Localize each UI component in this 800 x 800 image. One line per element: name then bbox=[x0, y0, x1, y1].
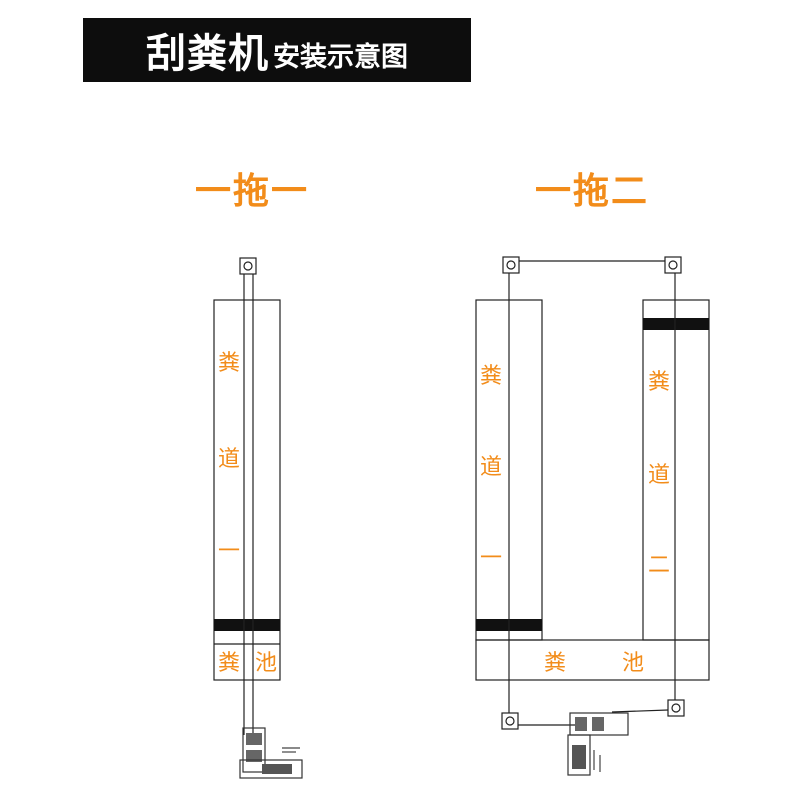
rope-bottom-right bbox=[611, 709, 669, 713]
channel-b1-label-2: 一 bbox=[480, 546, 502, 571]
pulley-top bbox=[239, 257, 257, 275]
channel-one-label-0: 粪 bbox=[218, 351, 240, 376]
scraper-blade-two bbox=[643, 318, 709, 330]
channel-one-label-2: 一 bbox=[218, 539, 240, 564]
pulley-top-wheel bbox=[243, 261, 253, 271]
pit-one-label-0: 粪 bbox=[218, 651, 240, 676]
diagram-two bbox=[475, 256, 710, 776]
motor-unit-one bbox=[239, 727, 303, 779]
heading-one-to-one: 一拖一 bbox=[195, 171, 310, 212]
channel-one-outline bbox=[213, 299, 281, 681]
channel-b1-label-1: 道 bbox=[480, 455, 502, 480]
channel-b2-label-2: 二 bbox=[648, 553, 670, 578]
channel-b2-label-0: 粪 bbox=[648, 370, 670, 395]
channel-b1-label-0: 粪 bbox=[480, 364, 502, 389]
title-banner: 刮粪机 安装示意图 bbox=[83, 18, 471, 82]
pulley-bottom-left bbox=[501, 712, 519, 730]
pit-one-label-1: 池 bbox=[255, 651, 277, 676]
motor-unit-two bbox=[567, 712, 629, 776]
diagram-one bbox=[213, 257, 303, 779]
channel-b2-label-1: 道 bbox=[648, 463, 670, 488]
pit-two-label-0: 粪 bbox=[544, 651, 566, 676]
title-sub: 安装示意图 bbox=[273, 41, 408, 73]
heading-one-to-two: 一拖二 bbox=[535, 171, 650, 212]
channel-one-label-1: 道 bbox=[218, 447, 240, 472]
pulley-top-right bbox=[664, 256, 682, 274]
pit-outline-b bbox=[475, 639, 710, 681]
title-main: 刮粪机 bbox=[146, 31, 269, 77]
pulley-top-left bbox=[502, 256, 520, 274]
pit-two-label-1: 池 bbox=[622, 651, 644, 676]
scraper-blade bbox=[214, 619, 280, 631]
pulley-bottom-right bbox=[667, 699, 685, 717]
